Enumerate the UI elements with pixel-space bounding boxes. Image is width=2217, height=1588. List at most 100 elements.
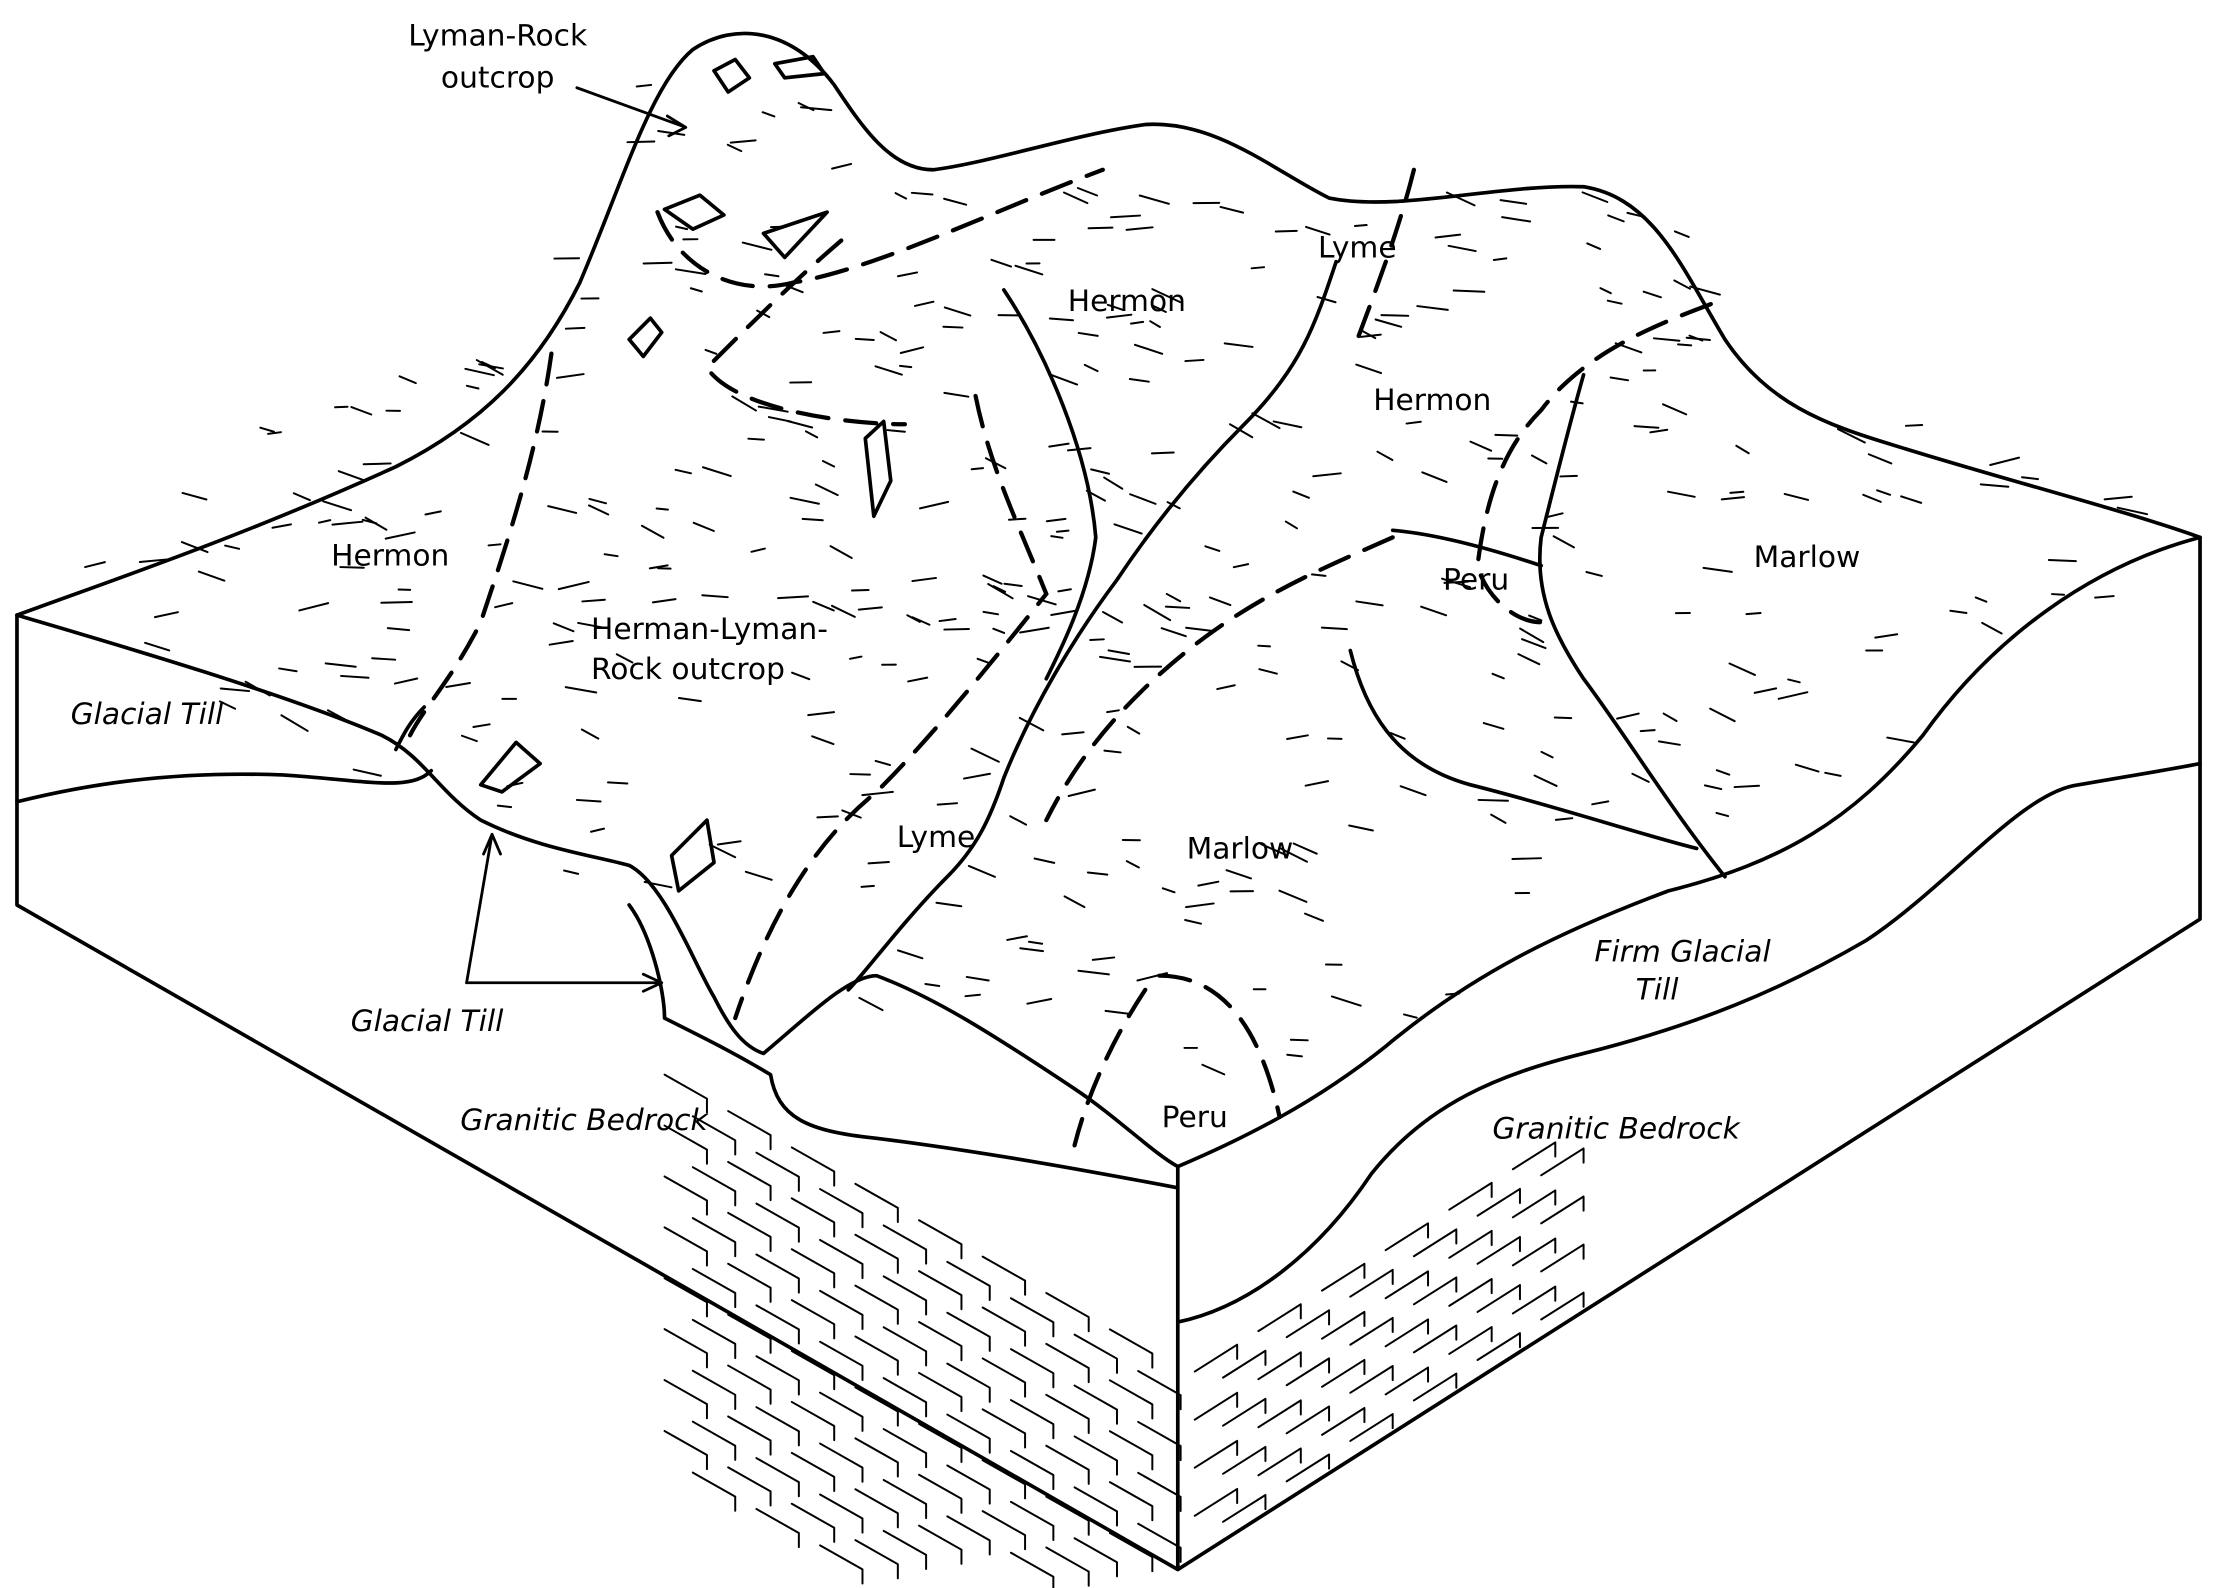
brick-mark bbox=[663, 1379, 708, 1420]
brick-mark bbox=[1511, 1285, 1557, 1315]
hachure-mark bbox=[1353, 224, 1368, 228]
hachure-mark bbox=[1284, 520, 1298, 530]
hachure-mark bbox=[197, 570, 226, 582]
hachure-mark bbox=[1586, 242, 1602, 250]
label-firm-glacial: Firm Glacial bbox=[1594, 935, 1771, 970]
hachure-mark bbox=[1540, 750, 1554, 759]
brick-mark bbox=[1257, 1351, 1302, 1381]
hachure-mark bbox=[362, 462, 392, 466]
hachure-mark bbox=[2051, 593, 2066, 596]
hachure-mark bbox=[1501, 216, 1532, 223]
brick-mark bbox=[1073, 1537, 1118, 1578]
brick-mark bbox=[1540, 1291, 1585, 1321]
hachure-mark bbox=[982, 610, 1000, 616]
brick-mark bbox=[854, 1284, 899, 1325]
hachure-mark bbox=[1733, 784, 1761, 789]
brick-mark bbox=[1108, 1481, 1154, 1522]
hachure-mark bbox=[898, 364, 913, 369]
hachure-mark bbox=[386, 627, 411, 632]
brick-mark bbox=[918, 1270, 963, 1311]
label-lyman-rock-outcrop: outcrop bbox=[441, 61, 555, 96]
hachure-mark bbox=[943, 628, 970, 631]
hachure-mark bbox=[1312, 472, 1342, 478]
brick-mark bbox=[1045, 1444, 1090, 1485]
hachure-mark bbox=[1494, 433, 1519, 437]
hachure-mark bbox=[1477, 798, 1509, 802]
hachure-mark bbox=[1403, 1013, 1418, 1019]
hachure-mark bbox=[1989, 456, 2021, 466]
hachure-mark bbox=[1886, 736, 1915, 744]
hachure-mark bbox=[1076, 187, 1099, 197]
hachure-mark bbox=[741, 241, 773, 251]
hachure-mark bbox=[244, 680, 271, 697]
brick-mark bbox=[755, 1355, 800, 1396]
brick-mark bbox=[1412, 1228, 1458, 1258]
hachure-mark bbox=[1228, 423, 1254, 439]
brick-mark bbox=[981, 1357, 1027, 1398]
hachure-mark bbox=[1103, 476, 1124, 490]
hachure-mark bbox=[1631, 772, 1650, 783]
hachure-mark bbox=[1090, 468, 1111, 475]
hachure-mark bbox=[1018, 716, 1045, 732]
hachure-mark bbox=[1165, 592, 1182, 603]
hachure-mark bbox=[1469, 440, 1493, 452]
hachure-mark bbox=[180, 541, 209, 554]
brick-mark bbox=[819, 1188, 864, 1229]
label-hermon-left: Hermon bbox=[331, 539, 449, 574]
hachure-mark bbox=[564, 326, 586, 330]
label-granitic-bedrock-right: Granitic Bedrock bbox=[1492, 1111, 1741, 1146]
hachure-mark bbox=[1553, 716, 1573, 720]
brick-mark bbox=[1448, 1326, 1493, 1355]
hachure-mark bbox=[339, 566, 365, 569]
hachure-mark bbox=[1735, 444, 1750, 455]
brick-mark bbox=[727, 1211, 772, 1253]
hachure-mark bbox=[350, 406, 373, 416]
hachure-mark bbox=[1599, 287, 1612, 295]
hachure-mark bbox=[704, 348, 718, 355]
hachure-mark bbox=[854, 337, 875, 341]
hachure-mark bbox=[259, 426, 276, 433]
hachure-mark bbox=[821, 460, 836, 468]
brick-mark bbox=[981, 1306, 1027, 1347]
hachure-mark bbox=[1836, 428, 1866, 444]
hachure-mark bbox=[322, 500, 353, 512]
hachure-mark bbox=[1777, 691, 1809, 700]
brick-mark bbox=[1257, 1447, 1302, 1477]
brick-mark bbox=[1193, 1487, 1239, 1517]
hachure-mark bbox=[911, 576, 937, 583]
brick-mark bbox=[882, 1275, 928, 1316]
hachure-mark bbox=[674, 268, 707, 275]
hachure-mark bbox=[1545, 512, 1564, 519]
brick-mark bbox=[1137, 1522, 1182, 1563]
hachure-mark bbox=[907, 676, 929, 683]
hachure-mark bbox=[1289, 1038, 1309, 1042]
terrain-hachures bbox=[84, 83, 2149, 1076]
hachure-mark bbox=[218, 700, 237, 710]
brick-mark bbox=[1045, 1342, 1090, 1384]
hachure-mark bbox=[729, 139, 757, 144]
brick-mark bbox=[1384, 1366, 1430, 1396]
hachure-mark bbox=[1554, 817, 1574, 821]
hachure-mark bbox=[1104, 1009, 1130, 1015]
brick-mark bbox=[1009, 1500, 1055, 1542]
brick-mark bbox=[1073, 1435, 1118, 1476]
brick-mark bbox=[819, 1391, 864, 1432]
brick-mark bbox=[1045, 1292, 1090, 1333]
hachure-mark bbox=[1642, 290, 1662, 299]
label-granitic-bedrock-left: Granitic Bedrock bbox=[460, 1103, 709, 1138]
hachure-mark bbox=[1250, 266, 1266, 270]
outcrop-rock bbox=[669, 818, 716, 893]
brick-mark bbox=[854, 1233, 899, 1274]
brick-mark bbox=[1108, 1430, 1154, 1471]
brick-mark bbox=[882, 1428, 928, 1469]
hachure-mark bbox=[642, 261, 673, 265]
hachure-mark bbox=[701, 594, 729, 599]
brick-mark bbox=[1349, 1364, 1394, 1394]
hachure-mark bbox=[874, 365, 903, 376]
hachure-mark bbox=[924, 983, 941, 987]
hachure-mark bbox=[1286, 734, 1309, 740]
hachure-mark bbox=[851, 588, 870, 592]
hachure-mark bbox=[475, 359, 504, 376]
brick-mark bbox=[1193, 1391, 1239, 1421]
hachure-mark bbox=[1232, 563, 1250, 569]
